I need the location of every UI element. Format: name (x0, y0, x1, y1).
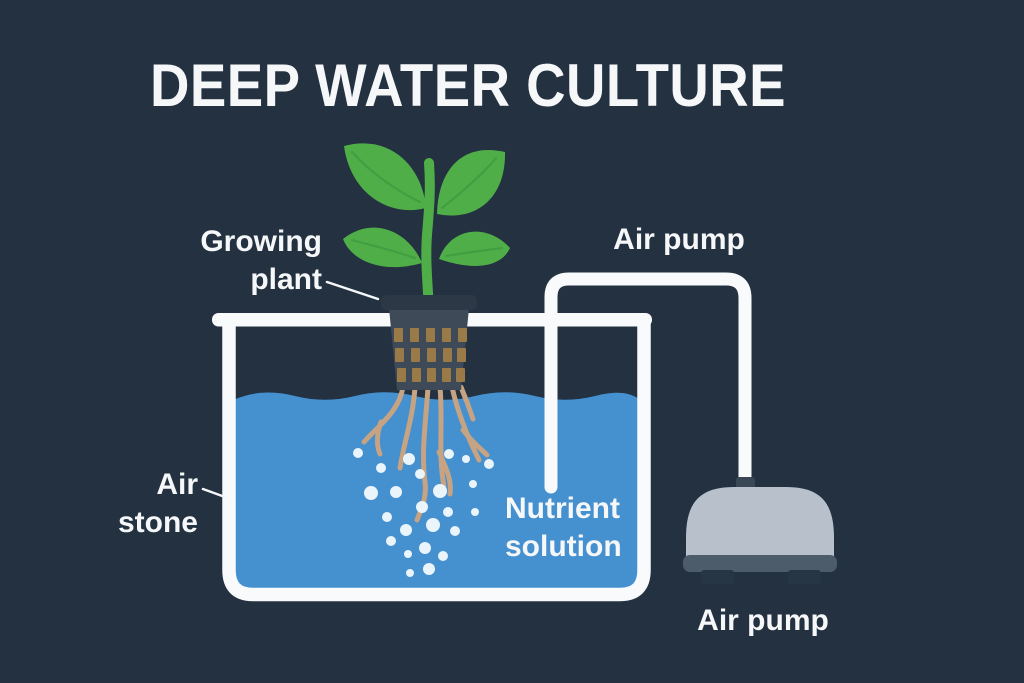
nutrient-solution-label-line1: Nutrient (505, 492, 620, 525)
bubble (462, 455, 470, 463)
leaf-vein (350, 238, 417, 260)
bubble (450, 526, 460, 536)
leaf-vein (350, 150, 422, 204)
net-pot-rim (381, 295, 477, 310)
pump-foot-right (788, 570, 821, 584)
bubble (438, 551, 448, 561)
page-title: DEEP WATER CULTURE (150, 52, 786, 119)
bubble (423, 563, 435, 575)
bubble (400, 524, 412, 536)
air-pump (683, 477, 837, 584)
air-stone-leader-line (201, 487, 227, 499)
bubble (353, 448, 363, 458)
growing-plant-label-line2: plant (250, 263, 322, 296)
pump-connector (736, 477, 755, 490)
bubble (484, 459, 494, 469)
bubble (419, 542, 431, 554)
bubble (406, 569, 414, 577)
pump-base (683, 555, 837, 572)
pump-foot-left (701, 570, 734, 584)
air-tube (544, 272, 752, 494)
reservoir-tank (222, 322, 651, 602)
air-bubbles (353, 448, 494, 577)
leaf-vein (444, 246, 504, 258)
bubble (416, 501, 428, 513)
net-pot (381, 295, 477, 390)
bubble (415, 469, 425, 479)
bubble (390, 486, 402, 498)
nutrient-solution-label-line2: solution (505, 530, 622, 563)
bubble (403, 453, 415, 465)
air-stone-label-line2: stone (118, 506, 198, 539)
air-pump-bottom-label: Air pump (697, 604, 829, 637)
leaf-vein (440, 156, 498, 210)
bubble (469, 480, 477, 488)
bubble (444, 449, 454, 459)
leaf-top-left (344, 143, 426, 211)
bubble (433, 484, 447, 498)
growing-plant-leader-line (325, 280, 380, 301)
growing-plant-label-line1: Growing (200, 225, 322, 258)
bubble (382, 512, 392, 522)
bubble (364, 486, 378, 500)
bubble (404, 550, 412, 558)
air-pump-top-label: Air pump (613, 223, 745, 256)
bubble (386, 536, 396, 546)
bubble (376, 463, 386, 473)
air-stone-label-line1: Air (156, 468, 198, 501)
plant-stem (421, 158, 435, 315)
growing-plant (343, 143, 510, 315)
net-pot-slots (394, 328, 467, 382)
bubble (426, 518, 440, 532)
bubble (471, 508, 479, 516)
pump-body (686, 487, 834, 560)
bubble (443, 507, 453, 517)
leaf-mid-right (439, 231, 510, 266)
